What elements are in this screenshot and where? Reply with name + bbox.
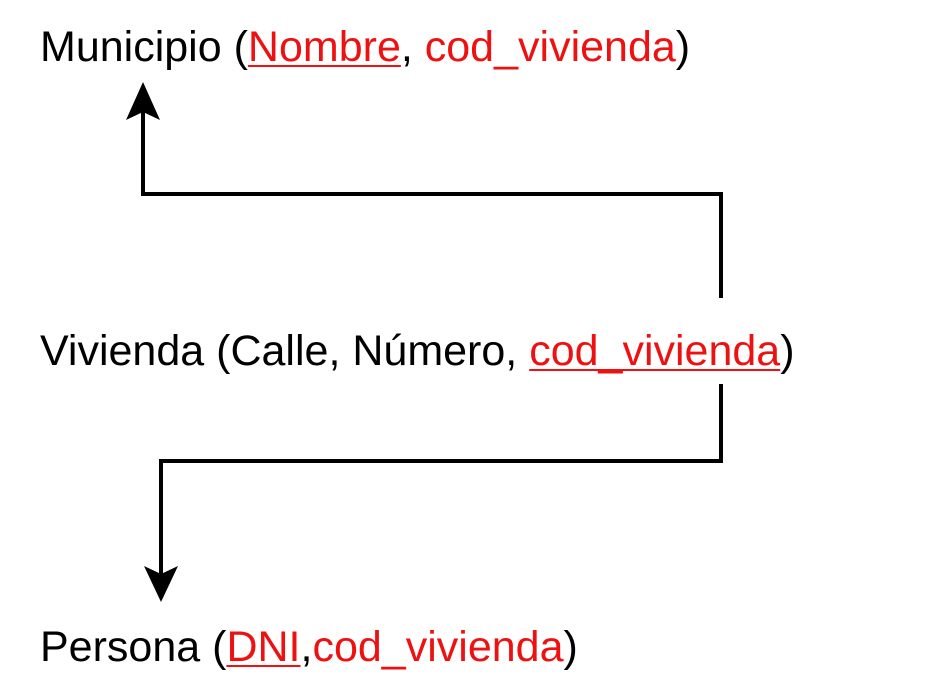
paren-close: )	[675, 23, 691, 71]
paren-open: (	[200, 623, 227, 671]
attribute: Calle	[230, 327, 329, 375]
relation-persona: Persona (DNI,cod_vivienda)	[40, 626, 578, 669]
paren-open: (	[221, 23, 248, 71]
attribute: Número	[352, 327, 506, 375]
paren-close: )	[780, 327, 795, 375]
relation-name: Vivienda	[40, 327, 205, 375]
foreign-key-attribute: cod_vivienda	[312, 623, 564, 671]
paren-open: (	[204, 327, 231, 375]
separator: ,	[328, 327, 353, 375]
relation-name: Persona	[40, 623, 201, 671]
relation-municipio: Municipio (Nombre, cod_vivienda)	[40, 26, 690, 69]
primary-key-attribute: cod_vivienda	[529, 327, 781, 375]
primary-key-attribute: Nombre	[247, 23, 401, 71]
foreign-key-attribute: cod_vivienda	[424, 23, 676, 71]
primary-key-attribute: DNI	[226, 623, 301, 671]
arrowhead-down-icon	[144, 566, 178, 602]
connector-vivienda-to-municipio	[141, 108, 723, 298]
arrowhead-up-icon	[126, 82, 160, 120]
relation-name: Municipio	[40, 23, 222, 71]
separator: ,	[505, 327, 530, 375]
relation-vivienda: Vivienda (Calle, Número, cod_vivienda)	[40, 330, 795, 373]
paren-close: )	[563, 623, 578, 671]
separator: ,	[400, 23, 425, 71]
connector-vivienda-to-persona	[159, 384, 723, 578]
separator: ,	[300, 623, 313, 671]
